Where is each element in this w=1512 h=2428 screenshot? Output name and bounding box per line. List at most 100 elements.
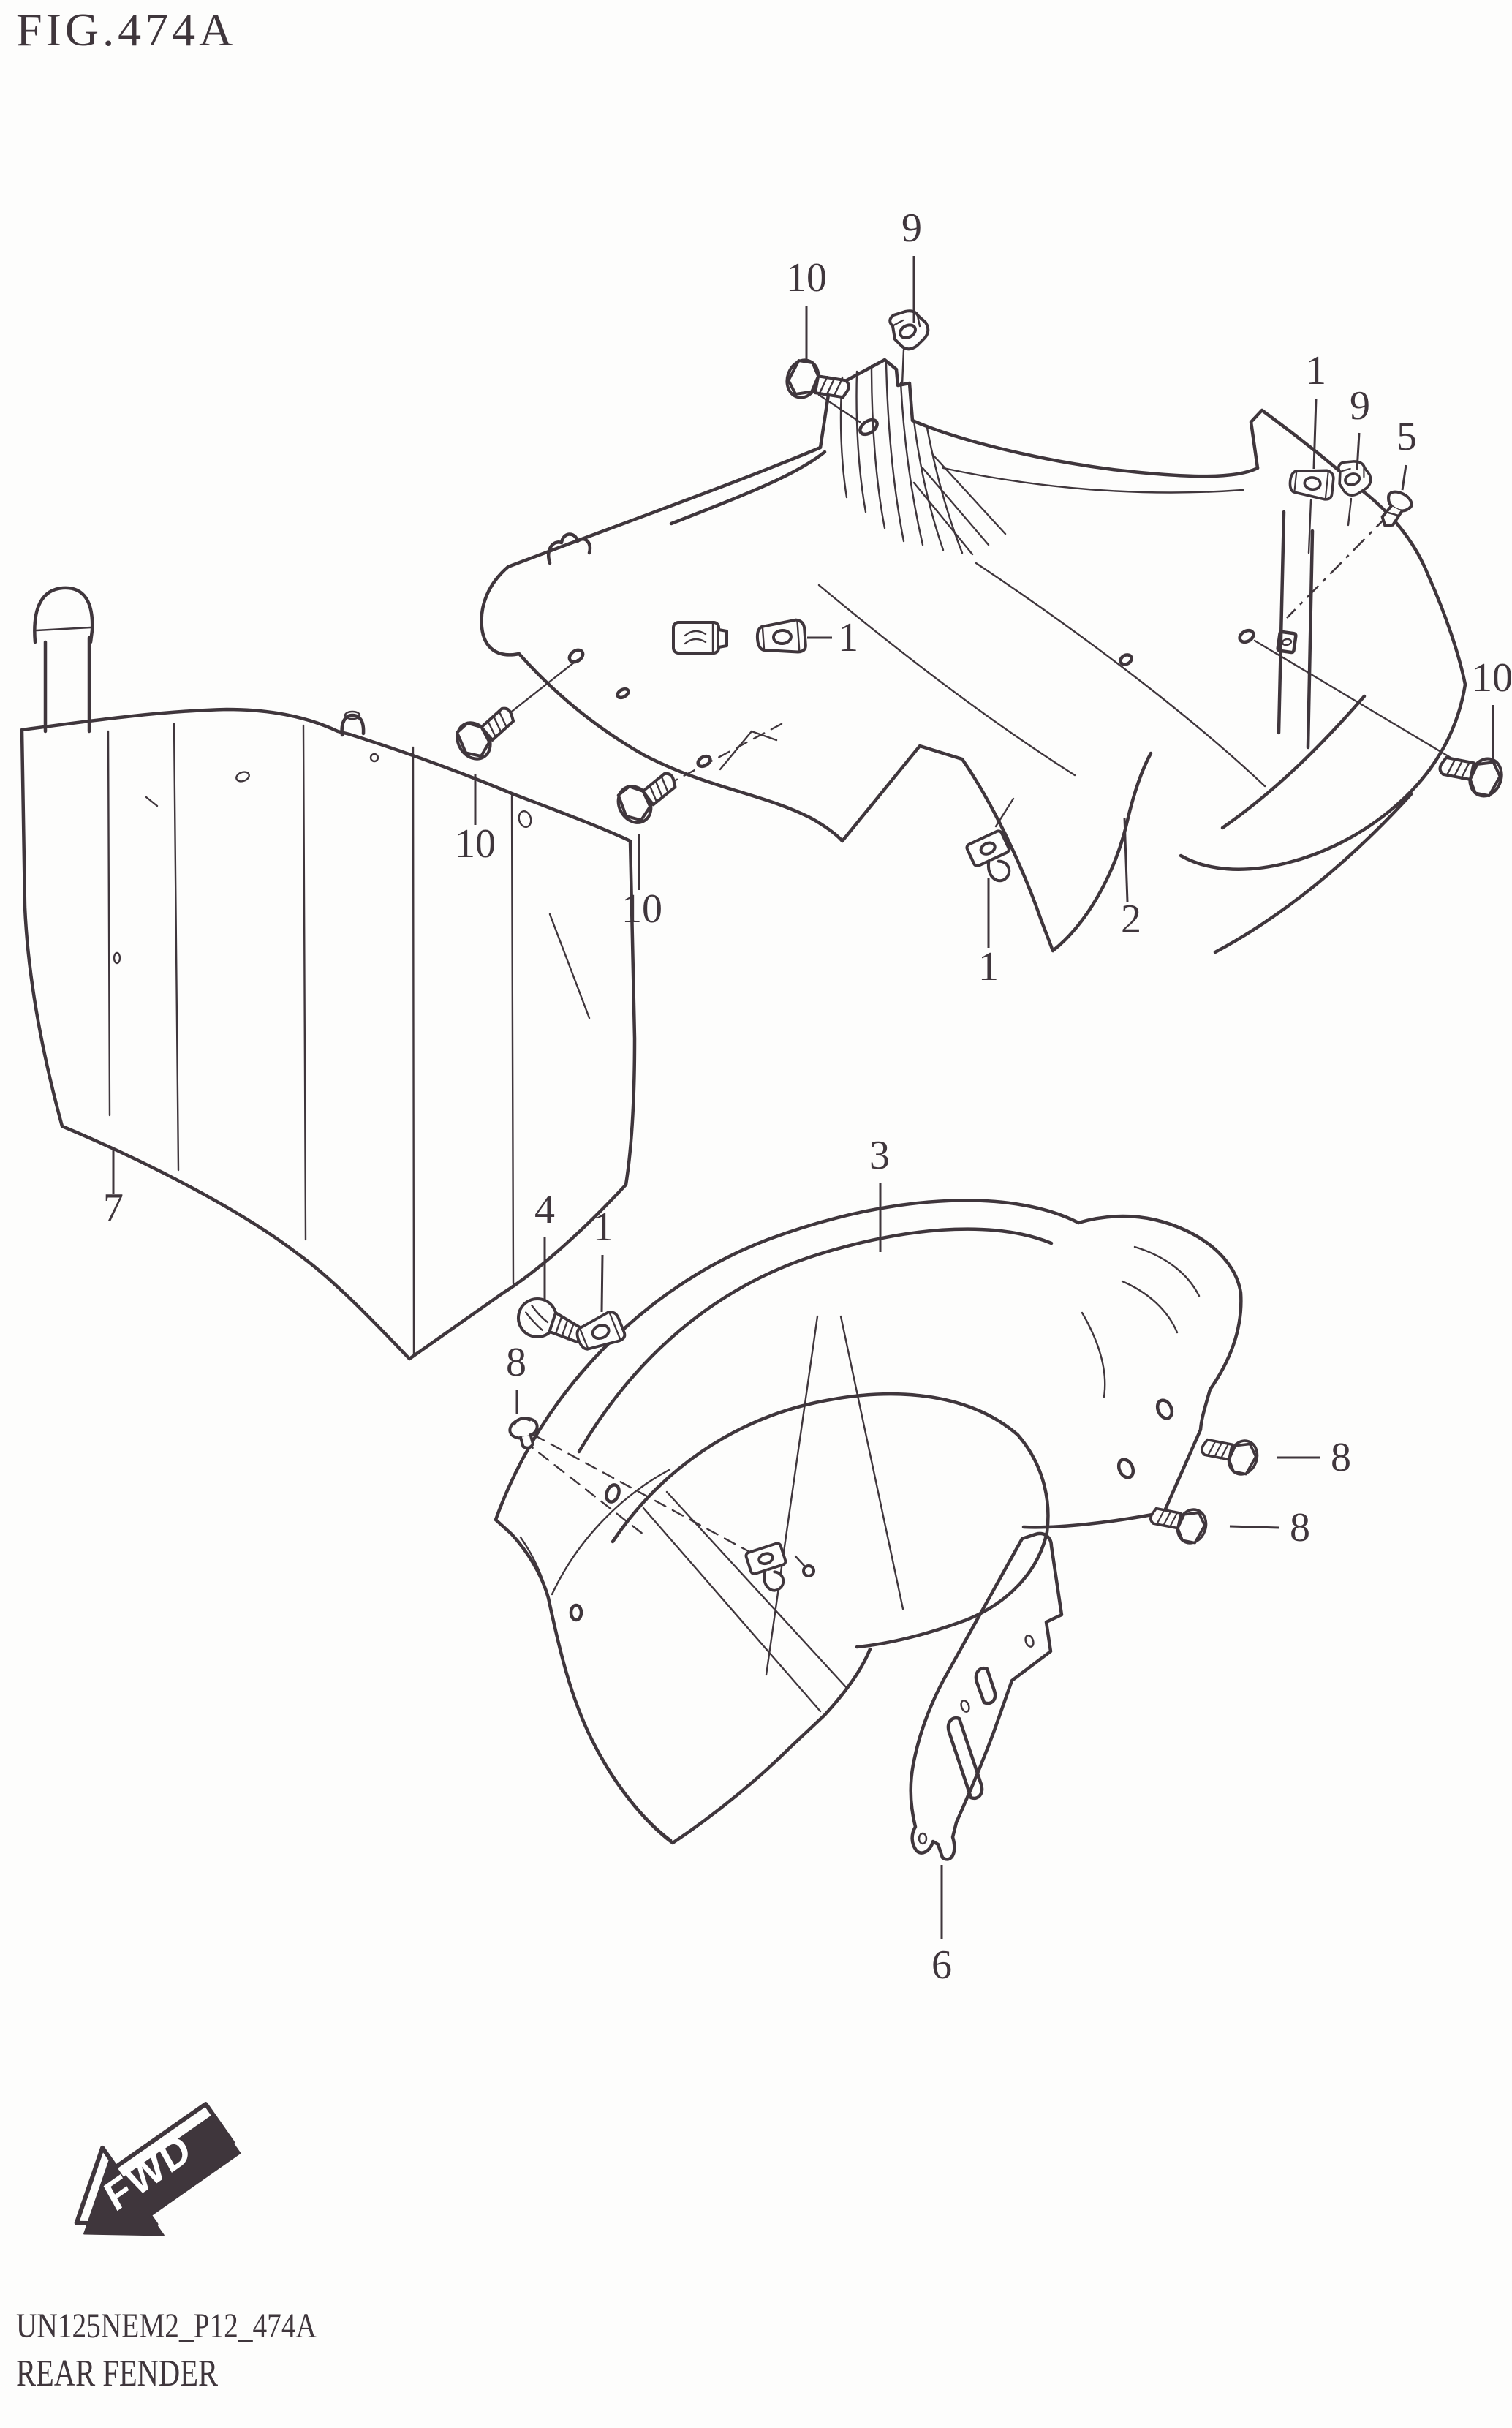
detail-line xyxy=(765,1315,904,1676)
detail-line xyxy=(1179,486,1467,871)
detail-line xyxy=(1220,694,1367,830)
callout-leader-2 xyxy=(1123,817,1129,902)
mud-flap-stem xyxy=(43,636,91,734)
hole xyxy=(1238,628,1255,644)
hole xyxy=(518,810,532,829)
clamp-9-icon xyxy=(888,309,930,351)
part-code-text: UN125NEM2_P12_474A xyxy=(16,2307,317,2345)
detail-line xyxy=(548,913,591,1019)
stub-line xyxy=(901,348,905,386)
callout-leader-8 xyxy=(1229,1525,1280,1529)
bolt-10-icon xyxy=(449,698,525,767)
part-code: UN125NEM2_P12_474A xyxy=(16,2307,317,2345)
callout-label-1: 1 xyxy=(978,944,999,989)
detail-line xyxy=(145,796,159,807)
detail-line xyxy=(480,565,521,657)
pin-icon xyxy=(794,1555,806,1567)
callout-label-10: 10 xyxy=(1472,655,1512,701)
peg xyxy=(340,713,366,737)
detail-line xyxy=(1213,792,1413,954)
callout-label-9: 9 xyxy=(901,206,922,251)
figure-title: FIG.474A xyxy=(16,4,236,56)
detail-line xyxy=(817,584,1076,777)
clip-1-icon xyxy=(964,828,1021,890)
clip-1-icon xyxy=(672,621,728,655)
stub-line xyxy=(994,797,1015,828)
mud-flap-stem-cap xyxy=(33,586,94,644)
peg-top xyxy=(344,710,361,720)
hole xyxy=(1024,1635,1035,1648)
hole xyxy=(113,951,121,965)
crease xyxy=(107,723,515,1356)
pillar-hatch xyxy=(885,361,905,543)
clip-1-icon xyxy=(1287,465,1336,502)
screw-5-icon xyxy=(1375,489,1414,532)
callout-leader-9 xyxy=(1356,432,1361,471)
hole xyxy=(960,1700,970,1713)
bolt-8-icon xyxy=(1145,1494,1212,1549)
pillar-hatch xyxy=(912,419,945,551)
hole xyxy=(918,1832,928,1845)
callout-label-1: 1 xyxy=(838,615,858,660)
detail-line xyxy=(506,388,831,569)
callout-label-10: 10 xyxy=(455,821,496,867)
upper-fender-assembly xyxy=(480,358,1467,954)
detail-line xyxy=(1021,1510,1166,1529)
hole xyxy=(235,771,250,783)
support-bracket xyxy=(909,1531,1064,1861)
detail-line xyxy=(519,1536,673,1841)
hole xyxy=(1116,1458,1135,1479)
mud-flap xyxy=(20,586,637,1361)
callout-label-2: 2 xyxy=(1121,897,1141,942)
hole xyxy=(696,754,712,769)
callout-label-1: 1 xyxy=(593,1204,613,1250)
detail-line xyxy=(840,744,1055,953)
detail-line xyxy=(1051,751,1153,953)
callout-label-10: 10 xyxy=(621,886,662,932)
projection-line xyxy=(522,1439,645,1536)
bolt-8-icon xyxy=(1196,1425,1263,1480)
pillar-hatch xyxy=(899,381,924,546)
detail-line xyxy=(547,532,592,565)
stub-line xyxy=(1307,499,1312,554)
mud-flap-outline xyxy=(20,707,637,1361)
plate-hole xyxy=(1276,630,1298,655)
callout-leader-1 xyxy=(1312,398,1318,470)
outer-arch-lobe xyxy=(1076,1214,1243,1515)
hole xyxy=(369,753,379,763)
callout-label-6: 6 xyxy=(931,1942,952,1988)
detail-line xyxy=(669,450,827,526)
detail-line xyxy=(551,1469,670,1596)
pillar-hatch xyxy=(926,426,964,554)
detail-line xyxy=(1121,1280,1179,1334)
detail-line xyxy=(975,562,1266,788)
pillar-hatch xyxy=(870,364,886,529)
detail-line xyxy=(1277,510,1315,750)
callout-label-5: 5 xyxy=(1396,414,1417,459)
bolt-10-icon xyxy=(610,763,686,831)
detail-line xyxy=(517,652,844,843)
hook-clip-icon xyxy=(744,1541,795,1598)
hole xyxy=(605,1483,621,1504)
fwd-direction-arrow: FWD xyxy=(74,2102,241,2236)
bracket-outline xyxy=(909,1531,1064,1861)
pillar-hatch xyxy=(855,370,867,513)
pillar-outline xyxy=(827,358,1260,478)
projection-line xyxy=(532,1433,762,1559)
pillar-hatch xyxy=(912,453,1007,556)
hole xyxy=(569,1603,583,1622)
detail-line xyxy=(35,626,92,632)
callout-label-7: 7 xyxy=(103,1185,124,1231)
projection-line xyxy=(817,393,861,423)
stub-line xyxy=(1347,497,1353,527)
callout-label-8: 8 xyxy=(506,1340,526,1385)
part-name-text: REAR FENDER xyxy=(16,2352,219,2394)
hole xyxy=(1119,653,1133,666)
clip-1-icon xyxy=(755,617,808,657)
hole xyxy=(858,418,879,437)
bolt-10-icon xyxy=(780,354,855,413)
callout-label-1: 1 xyxy=(1306,348,1326,393)
callout-label-4: 4 xyxy=(534,1187,555,1232)
